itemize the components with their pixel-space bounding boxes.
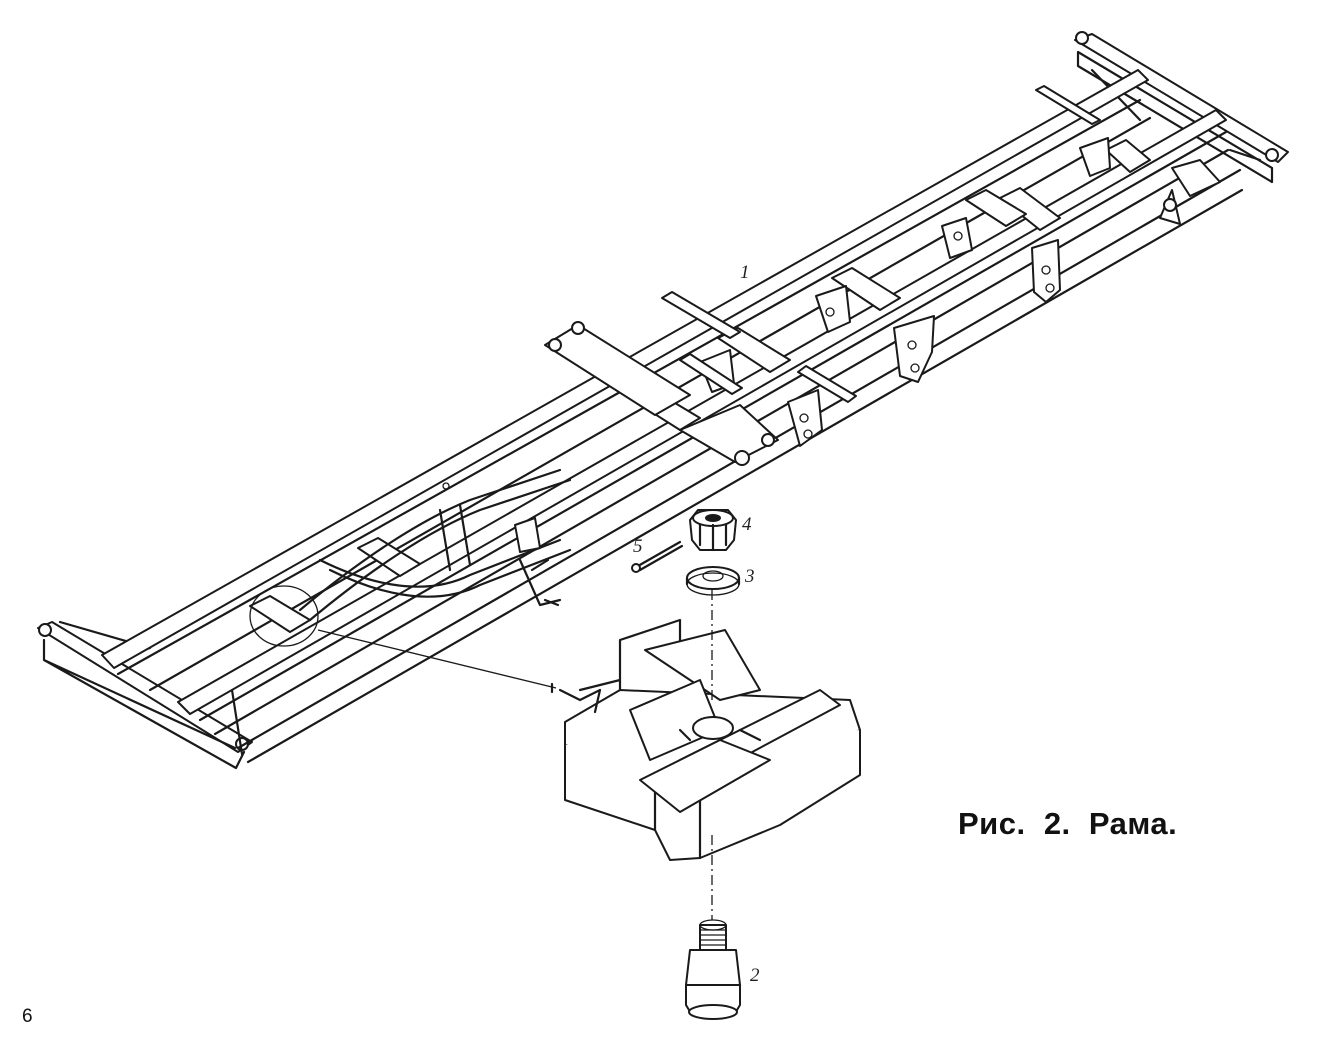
- detail-leader-line: [317, 629, 557, 689]
- rear-support: [442, 482, 562, 607]
- callout-4: 4: [742, 514, 752, 535]
- callout-5: 5: [633, 536, 643, 557]
- callout-1: 1: [740, 262, 750, 283]
- suspension-brackets: [544, 159, 1221, 466]
- pin-mounting-detail: [550, 618, 861, 861]
- detail-circle: [249, 585, 319, 647]
- x-bracing: [298, 468, 572, 622]
- spring-hangers: [699, 137, 1111, 447]
- cross-members: [249, 139, 1151, 633]
- castle-nut-part: [689, 509, 737, 552]
- figure-caption: Рис. 2. Рама.: [958, 806, 1178, 841]
- king-pin-part: [685, 919, 741, 1020]
- page-number: 6: [22, 1006, 33, 1027]
- washer-part: [685, 566, 741, 596]
- outriggers: [661, 85, 1101, 403]
- frame-assembly: [37, 31, 1289, 770]
- callout-3: 3: [745, 566, 755, 587]
- callout-2: 2: [750, 965, 760, 986]
- cotter-pin-part: [631, 540, 684, 573]
